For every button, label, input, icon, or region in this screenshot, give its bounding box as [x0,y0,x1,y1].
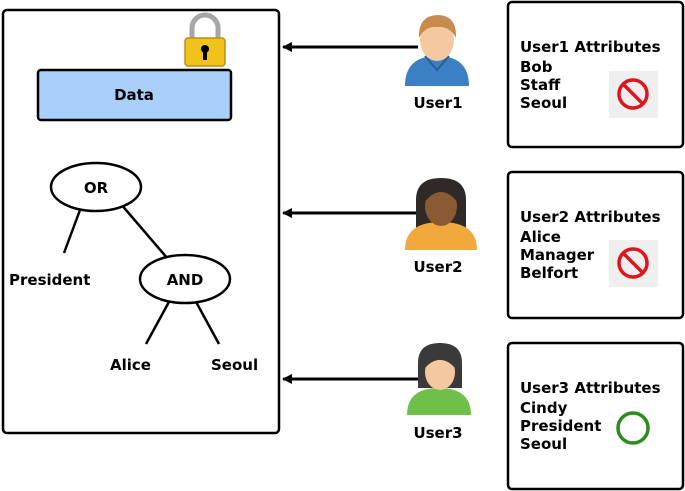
user1-avatar-icon [405,15,469,86]
user3-avatar-icon [407,343,471,415]
data-label: Data [114,86,154,104]
user1-attributes-card: User1 Attributes Bob Staff Seoul [506,0,685,149]
leaf-seoul: Seoul [211,356,258,374]
user2-attribute-3: Belfort [520,264,578,282]
user2-attribute-2: Manager [520,246,595,264]
circle-ok-icon [616,411,650,445]
padlock-icon [184,12,226,67]
user3-label: User3 [413,424,462,442]
leaf-alice: Alice [110,356,151,374]
user3-attribute-3: Seoul [520,435,567,453]
user2-attributes-title: User2 Attributes [520,208,661,226]
user3-attributes-title: User3 Attributes [520,379,661,397]
prohibited-icon [609,240,658,287]
prohibited-icon [609,71,658,118]
user3-attribute-1: Cindy [520,399,568,417]
and-node-label: AND [167,271,204,289]
user2-avatar-icon [405,178,477,250]
user2-attribute-1: Alice [520,228,561,246]
or-node [49,161,143,213]
data-box [36,68,233,122]
or-node-label: OR [84,179,109,197]
user1-label: User1 [413,94,462,112]
user1-attribute-1: Bob [520,58,553,76]
policy-tree-edges [62,202,221,345]
user3-attributes-card: User3 Attributes Cindy President Seoul [506,341,685,491]
user3-attribute-2: President [520,417,601,435]
user2-label: User2 [413,258,462,276]
user1-attribute-3: Seoul [520,94,567,112]
and-node [138,253,232,305]
user1-attributes-title: User1 Attributes [520,38,661,56]
leaf-president: President [9,271,90,289]
user1-attribute-2: Staff [520,76,561,94]
user2-attributes-card: User2 Attributes Alice Manager Belfort [506,170,685,320]
